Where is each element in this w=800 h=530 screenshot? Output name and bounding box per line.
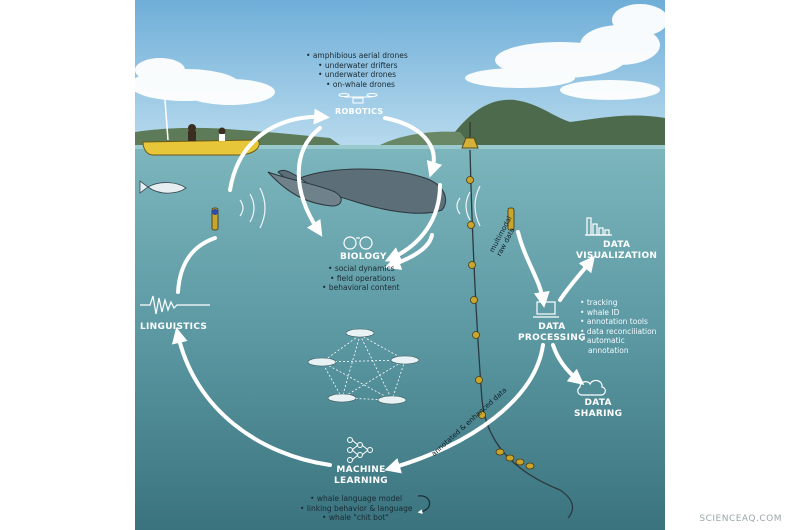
robotics-item: amphibious aerial drones (306, 51, 408, 61)
biology-item: field operations (322, 274, 400, 284)
arrow-whales-to-biology (384, 183, 442, 262)
arrow-ml-to-linguistics (171, 327, 332, 467)
machine-learning-line2: LEARNING (334, 476, 388, 486)
machine-learning-list: whale language model linking behavior & … (300, 494, 413, 523)
island-mountains (135, 99, 665, 145)
ml-item: whale "chit bot" (300, 513, 413, 523)
processing-item: annotation tools (580, 317, 656, 327)
robotics-list: amphibious aerial drones underwater drif… (306, 51, 408, 89)
robotics-title: ROBOTICS (335, 107, 384, 116)
buoy (461, 122, 479, 149)
soundwave-icon (140, 295, 210, 315)
robotics-item: underwater drifters (306, 61, 408, 71)
arrow-linguistics-up (176, 236, 217, 294)
biology-title: BIOLOGY (340, 252, 387, 262)
ml-item: whale language model (300, 494, 413, 504)
processing-item: data reconciliation (580, 327, 657, 337)
processing-item: tracking (580, 298, 656, 308)
data-visualization-line2: VISUALIZATION (576, 251, 658, 261)
sonar-waves (239, 185, 481, 229)
arrow-linguistics-to-robotics (228, 108, 330, 192)
processing-item-continued: annotation (588, 345, 629, 355)
cloud-icon (577, 379, 606, 396)
processing-item: whale ID (580, 308, 656, 318)
biology-item: social dynamics (322, 264, 400, 274)
linguistics-title: LINGUISTICS (140, 322, 208, 332)
machine-learning-line1: MACHINE (336, 465, 386, 475)
mooring-line (469, 149, 574, 519)
data-sharing-title: DATA SHARING (574, 398, 622, 420)
underwater-drones (211, 207, 515, 231)
robotics-item: on-whale drones (306, 80, 408, 90)
machine-learning-title: MACHINE LEARNING (334, 465, 388, 487)
arrow-processing-to-sharing (551, 343, 585, 385)
data-processing-title: DATA PROCESSING (518, 322, 586, 344)
watermark: SCIENCEAQ.COM (699, 514, 782, 524)
arrow-robotics-to-whales (296, 126, 323, 237)
data-sharing-line2: SHARING (574, 409, 623, 419)
boat (142, 99, 260, 156)
arrow-biology-to-processing (384, 233, 434, 270)
laptop-icon (533, 301, 559, 318)
data-visualization-line1: DATA (602, 240, 631, 250)
data-processing-line1: DATA (538, 322, 566, 332)
data-visualization-title: DATA VISUALIZATION (576, 240, 657, 262)
neural-network-icon (347, 437, 373, 463)
cycle-arrows (171, 108, 595, 474)
arrow-drone-to-processing (516, 230, 550, 308)
arrow-robotics-to-biology (383, 116, 443, 178)
arrow-processing-to-ml (384, 343, 545, 474)
mooring-floats (466, 176, 535, 470)
fish-drone (139, 180, 187, 194)
robotics-item: underwater drones (306, 70, 408, 80)
drone-icon (338, 93, 378, 104)
loop-arrow-icon (417, 495, 431, 515)
arrow-processing-to-visualization (558, 255, 595, 302)
sperm-whales (267, 168, 447, 214)
clouds (130, 4, 668, 105)
biology-item: behavioral content (322, 283, 400, 293)
data-sharing-line1: DATA (584, 398, 612, 408)
bar-chart-icon (585, 217, 612, 236)
data-processing-list: tracking whale ID annotation tools data … (580, 298, 657, 355)
ml-item: linking behavior & language (300, 504, 413, 514)
binoculars-icon (343, 236, 373, 250)
data-processing-line2: PROCESSING (518, 333, 586, 343)
processing-item: automatic (580, 336, 656, 346)
biology-list: social dynamics field operations behavio… (322, 264, 400, 293)
